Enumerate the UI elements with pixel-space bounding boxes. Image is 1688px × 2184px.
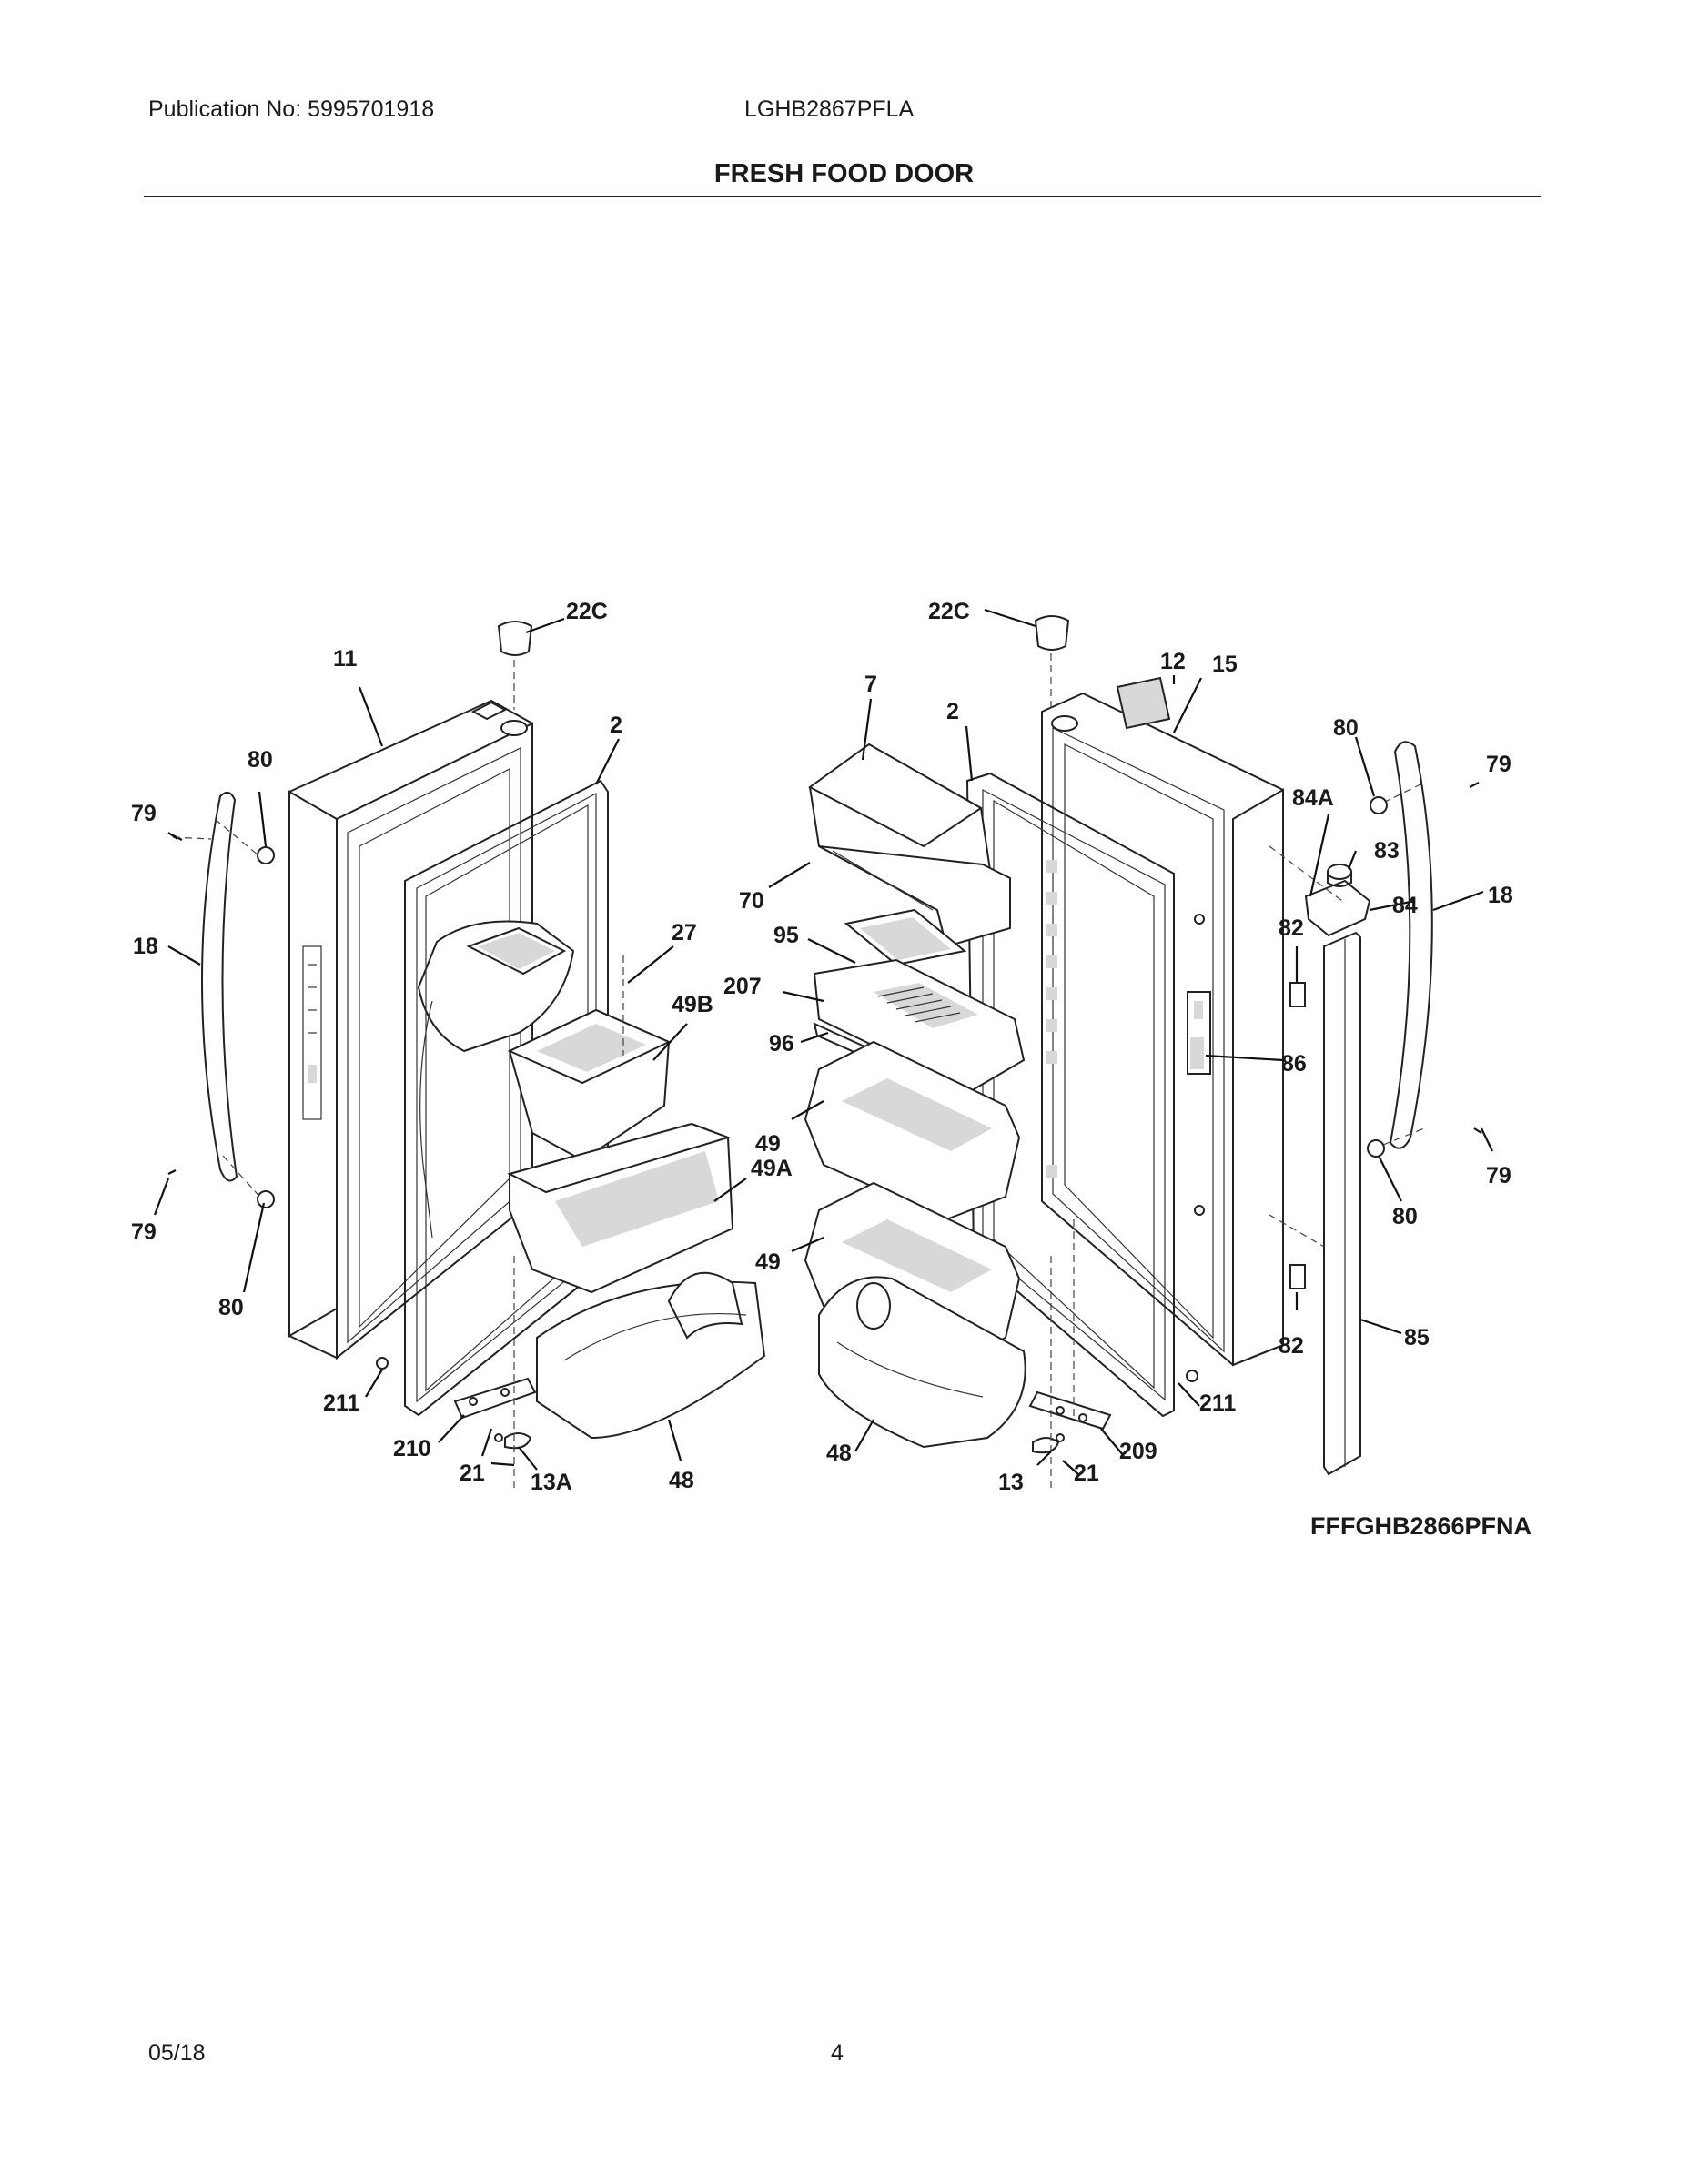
callout-12: 12: [1160, 649, 1186, 674]
callout-80-left-bot: 80: [218, 1295, 244, 1320]
callout-2-left: 2: [610, 713, 622, 738]
left-door-assembly: [167, 621, 766, 1492]
right-door-shell: [1041, 692, 1284, 1367]
callout-labels: 22C 11 2 80 79 18 27 49B 49A 79 80 211 2…: [131, 599, 1513, 1495]
callout-210: 210: [393, 1436, 431, 1461]
callout-86: 86: [1281, 1051, 1307, 1077]
publication-number: Publication No: 5995701918: [148, 96, 435, 122]
callout-48-left: 48: [669, 1468, 694, 1493]
left-handle-fasteners: [167, 834, 275, 1208]
callout-13: 13: [998, 1470, 1024, 1495]
callout-49-top: 49: [755, 1131, 781, 1157]
left-door-handle: [201, 791, 265, 1202]
callout-79-right-top: 79: [1486, 752, 1511, 777]
bin-49-top: [804, 1040, 1021, 1221]
callout-95: 95: [773, 923, 799, 948]
footer-date: 05/18: [148, 2040, 206, 2066]
tray-48-left: [536, 1271, 766, 1440]
trim-strip-85: [1269, 845, 1361, 1476]
callout-18-left: 18: [133, 934, 158, 959]
hinge-210: [376, 1256, 537, 1492]
header-divider: [144, 196, 1541, 197]
callout-49b: 49B: [672, 992, 713, 1017]
callout-2-right: 2: [946, 699, 959, 724]
callout-21-left: 21: [460, 1461, 485, 1486]
callout-13a: 13A: [531, 1470, 572, 1495]
hinge-209: [1028, 1219, 1198, 1492]
callout-79-right-bot: 79: [1486, 1163, 1511, 1188]
callout-18-right: 18: [1488, 883, 1513, 908]
right-door-assembly: [804, 615, 1482, 1492]
bin-49a: [507, 1122, 734, 1294]
callout-82-top: 82: [1279, 915, 1304, 941]
page-title: FRESH FOOD DOOR: [713, 159, 975, 188]
callout-83: 83: [1374, 838, 1400, 864]
callout-70: 70: [739, 888, 764, 914]
label-12: [1116, 676, 1171, 730]
callout-22c-left: 22C: [566, 599, 608, 624]
tray-207: [813, 958, 1026, 1094]
callout-211-right: 211: [1199, 1390, 1236, 1416]
leader-lines: [153, 608, 1493, 1475]
callout-207: 207: [723, 974, 762, 999]
callout-96: 96: [769, 1031, 794, 1057]
right-handle-fasteners: [1367, 782, 1482, 1158]
callout-84: 84: [1392, 893, 1418, 918]
left-top-cap: [497, 621, 533, 710]
callout-27: 27: [672, 920, 697, 945]
right-top-cap: [1034, 615, 1070, 710]
callout-80-right-top: 80: [1333, 715, 1359, 741]
callout-49-bottom: 49: [755, 1249, 781, 1275]
diagram-code: FFFGHB2866PFNA: [1310, 1512, 1532, 1540]
callout-209: 209: [1119, 1439, 1157, 1464]
callout-82-bottom: 82: [1279, 1333, 1304, 1359]
hinge-84: [1304, 864, 1371, 937]
right-door-handle: [1382, 741, 1433, 1149]
callout-79-left-top: 79: [131, 801, 157, 826]
callout-15: 15: [1212, 652, 1238, 677]
callout-79-left-bot: 79: [131, 1219, 157, 1245]
crisper-cover-7: [808, 743, 1011, 949]
panel-95: [844, 908, 967, 966]
bin-49b: [507, 1008, 672, 1162]
model-number: LGHB2867PFLA: [744, 96, 915, 122]
module-86: [1190, 1037, 1204, 1069]
callout-48-right: 48: [826, 1441, 852, 1466]
left-dispenser-cavity: [417, 920, 575, 1239]
right-door-liner-bumps: [1046, 860, 1057, 1178]
callout-22c-right: 22C: [928, 599, 970, 624]
callout-211-left: 211: [323, 1390, 359, 1416]
clip-82-top: [1289, 982, 1306, 1007]
tray-48-right: [818, 1276, 1026, 1449]
callout-49a: 49A: [751, 1156, 793, 1181]
callout-84a: 84A: [1292, 785, 1334, 811]
clip-82-bottom: [1289, 1264, 1306, 1289]
callout-21-right: 21: [1074, 1461, 1099, 1486]
callout-85: 85: [1404, 1325, 1430, 1350]
callout-80-left-top: 80: [248, 747, 273, 773]
page-number: 4: [831, 2040, 844, 2066]
callout-11: 11: [333, 646, 358, 672]
callout-80-right-bot: 80: [1392, 1204, 1418, 1229]
callout-7: 7: [864, 672, 877, 697]
